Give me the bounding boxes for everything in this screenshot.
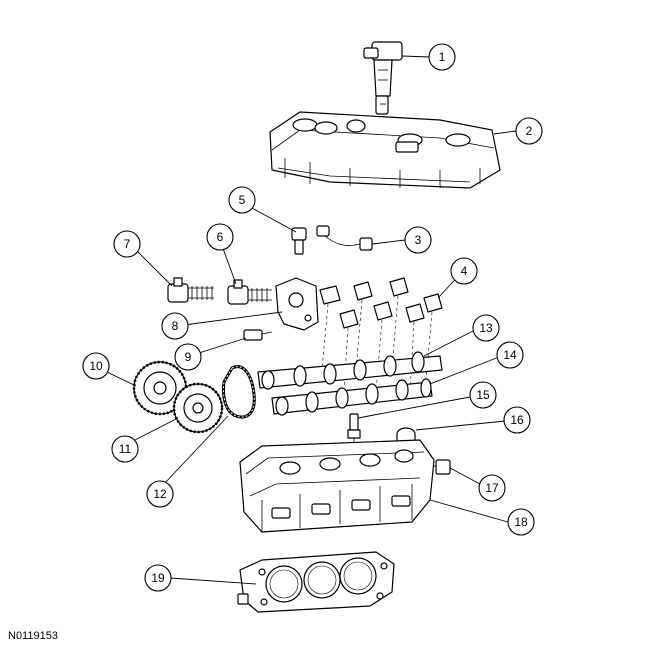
svg-text:3: 3 (415, 233, 422, 247)
callout-12: 12 (146, 480, 174, 508)
timing-chain (222, 365, 256, 419)
svg-text:15: 15 (476, 388, 490, 402)
svg-text:16: 16 (510, 413, 524, 427)
svg-text:14: 14 (503, 348, 517, 362)
leader-lines (106, 55, 517, 585)
cylinder-head (239, 439, 435, 533)
callout-4: 4 (450, 257, 478, 285)
svg-text:19: 19 (151, 571, 165, 585)
svg-text:8: 8 (172, 319, 179, 333)
svg-text:4: 4 (461, 264, 468, 278)
svg-text:2: 2 (526, 124, 533, 138)
bearing-caps (319, 277, 443, 329)
ignition-coil (363, 41, 403, 115)
svg-text:12: 12 (153, 487, 167, 501)
callout-5: 5 (228, 186, 256, 214)
callout-16: 16 (503, 406, 531, 434)
guide-lines (321, 295, 433, 393)
callout-1: 1 (428, 43, 456, 71)
head-gasket (237, 551, 395, 613)
vct-unit-upper (132, 360, 188, 416)
callout-11: 11 (111, 435, 139, 463)
svg-text:10: 10 (89, 359, 103, 373)
callout-13: 13 (472, 314, 500, 342)
callout-15: 15 (469, 381, 497, 409)
svg-text:11: 11 (119, 442, 132, 456)
figure-reference-id: N0119153 (8, 630, 58, 642)
svg-text:18: 18 (514, 515, 528, 529)
front-bearing-cap (275, 277, 319, 331)
vct-unit-lower (172, 382, 224, 434)
callout-19: 19 (144, 564, 172, 592)
svg-text:6: 6 (217, 230, 224, 244)
vct-solenoid-left (167, 277, 214, 303)
camshaft-upper (257, 351, 443, 390)
callout-18: 18 (507, 508, 535, 536)
callout-9: 9 (174, 343, 202, 371)
vct-solenoid-right (227, 279, 272, 305)
camshaft-position-sensor (291, 227, 307, 255)
svg-text:1: 1 (439, 50, 446, 64)
svg-text:17: 17 (485, 481, 499, 495)
spark-plug (347, 413, 361, 448)
svg-text:7: 7 (124, 237, 131, 251)
bracket (243, 329, 273, 341)
callout-7: 7 (113, 230, 141, 258)
callout-2: 2 (515, 117, 543, 145)
svg-text:13: 13 (479, 321, 493, 335)
valve-cover (269, 111, 501, 189)
callout-6: 6 (206, 223, 234, 251)
wiring-harness (316, 225, 389, 251)
callout-10: 10 (82, 352, 110, 380)
callout-3: 3 (404, 226, 432, 254)
callout-8: 8 (161, 312, 189, 340)
callout-17: 17 (478, 474, 506, 502)
callout-14: 14 (496, 341, 524, 369)
svg-text:9: 9 (185, 350, 192, 364)
svg-text:5: 5 (239, 193, 246, 207)
camshaft-lower (271, 378, 433, 416)
